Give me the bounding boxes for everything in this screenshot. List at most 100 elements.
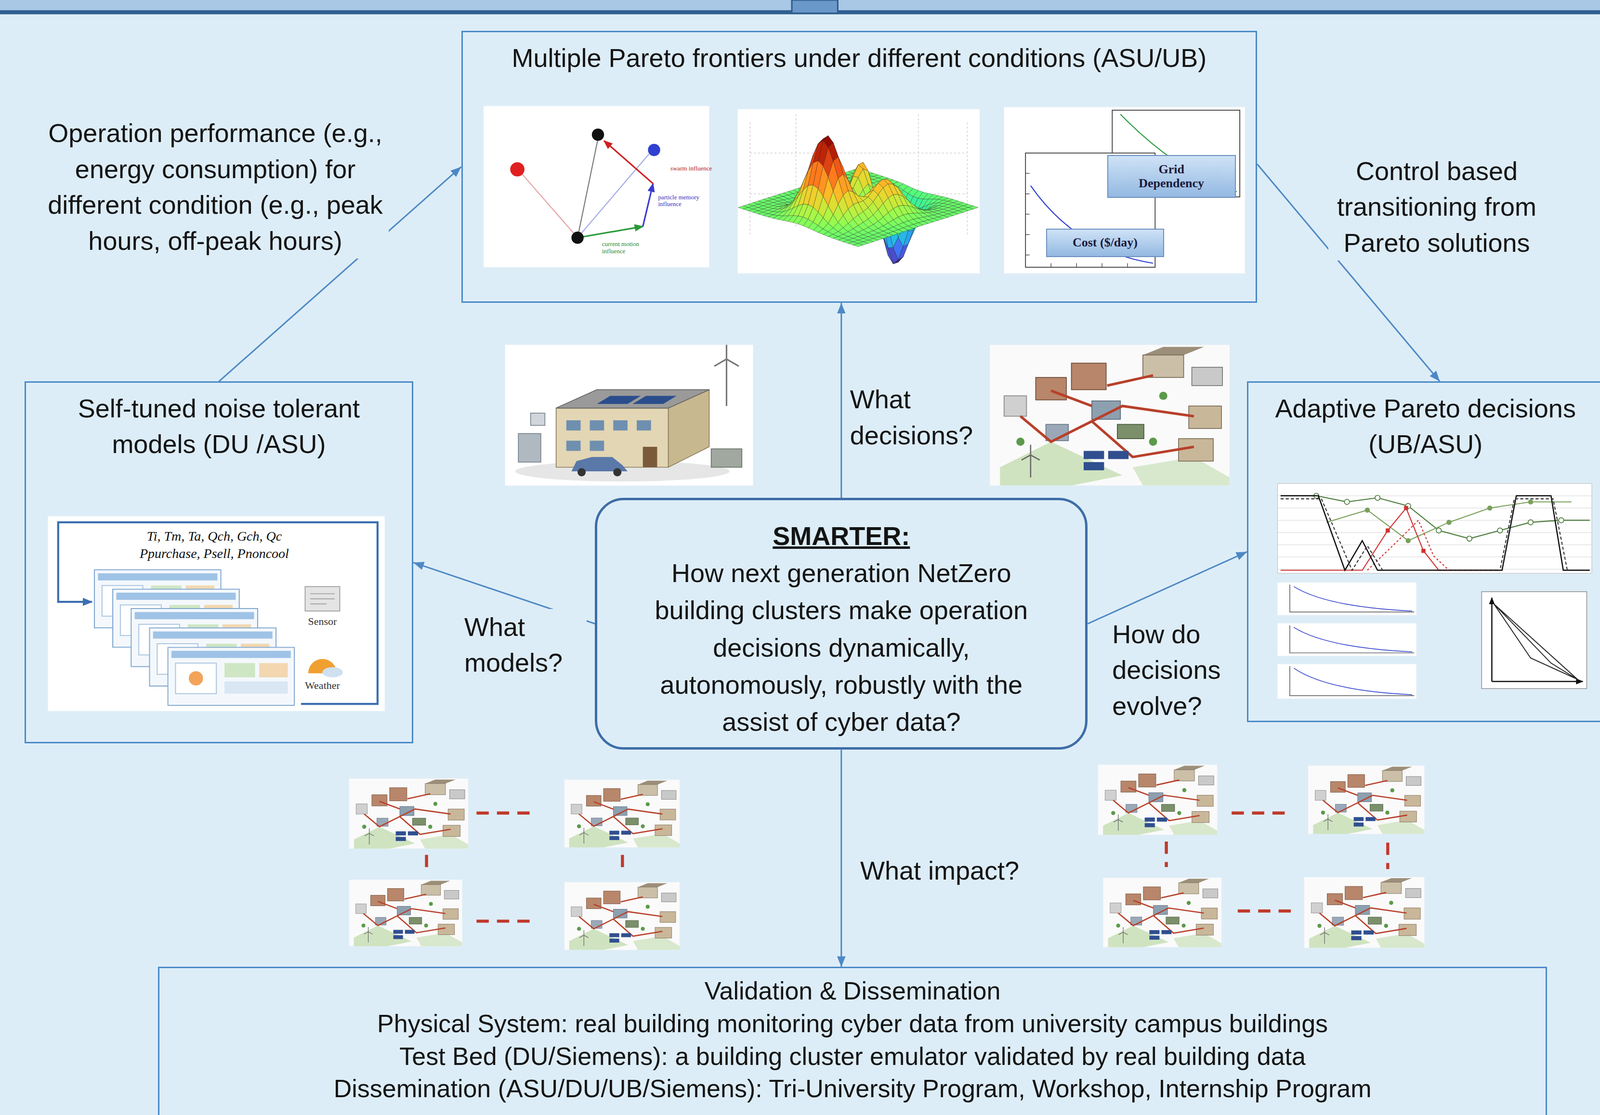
pso-figure [603, 140, 654, 184]
campus-thumbnails [349, 879, 463, 947]
decision-charts [1528, 499, 1534, 505]
decision-charts [1280, 498, 1568, 571]
cluster-link [1237, 909, 1297, 913]
box-title: Adaptive Pareto decisions (UB/ASU) [1257, 391, 1595, 462]
building-picture [596, 395, 641, 405]
surface-mesh [738, 135, 979, 264]
decision-charts [1293, 586, 1413, 696]
edge-label: Control based transitioning from Pareto … [1328, 153, 1546, 262]
campus-thumbnails [564, 780, 680, 849]
campus-thumbnails [349, 778, 469, 850]
edge-label: What decisions? [850, 381, 990, 454]
pso-figure [483, 105, 709, 268]
top-banner [791, 0, 838, 14]
cluster-link [1164, 841, 1168, 868]
decision-charts [1528, 520, 1534, 526]
model-figure [48, 516, 385, 712]
building-picture [518, 433, 541, 463]
building-picture [566, 420, 581, 431]
building-picture [632, 395, 677, 405]
variable-list: Ppurchase, Psell, Pnoncool [61, 545, 368, 563]
cluster-link [476, 919, 538, 923]
building-picture [505, 344, 754, 486]
icon-label: Weather [286, 679, 358, 693]
plot-tag: Cost ($/day) [1046, 228, 1165, 258]
body-line: Physical System: real building monitorin… [377, 1008, 1328, 1041]
campus-thumbnails [1308, 765, 1425, 835]
building-picture [590, 440, 605, 451]
icon-label: Sensor [291, 615, 354, 629]
model-figure [48, 516, 385, 712]
vector-label: particle memory influence [658, 194, 711, 209]
pso-figure [571, 231, 584, 244]
cluster-link [620, 855, 624, 873]
decision-charts [1491, 681, 1583, 683]
decision-charts [1280, 508, 1501, 571]
model-figure [310, 593, 335, 604]
decision-charts [1385, 528, 1390, 533]
model-figure [304, 586, 340, 612]
box-title: Self-tuned noise tolerant models (DU /AS… [40, 391, 397, 462]
decision-charts [1481, 591, 1587, 689]
decision-box: Adaptive Pareto decisions (UB/ASU) [1246, 381, 1600, 723]
building-picture [642, 446, 658, 468]
campus-thumbnails [349, 344, 1425, 951]
decision-charts [1446, 520, 1452, 526]
building-picture [613, 420, 628, 431]
building-picture [566, 440, 581, 451]
building-picture [725, 359, 728, 407]
campus-thumbnails [1304, 877, 1425, 949]
surface-plot [737, 109, 980, 274]
model-figure [322, 667, 343, 678]
building-picture [714, 344, 739, 367]
connector-arrow [1087, 551, 1247, 624]
building-picture [556, 389, 710, 408]
decision-charts [1277, 483, 1593, 699]
decision-charts [1491, 598, 1493, 682]
decision-charts [1375, 495, 1381, 501]
building-picture [505, 344, 754, 486]
decision-charts [1487, 505, 1493, 512]
decision-charts [1326, 502, 1572, 542]
decision-charts [1467, 536, 1473, 542]
surface-cell [852, 243, 864, 248]
frontier-box: Multiple Pareto frontiers under differen… [461, 30, 1258, 304]
decision-charts [1277, 483, 1593, 574]
cluster-link [1386, 842, 1390, 870]
question-heading: SMARTER: [772, 517, 910, 555]
tag-text: Cost ($/day) [1072, 236, 1138, 250]
building-picture [711, 448, 743, 468]
pso-figure [647, 144, 660, 157]
decision-charts [1558, 517, 1564, 524]
building-picture [636, 420, 652, 431]
pso-figure [510, 162, 525, 177]
decision-charts [1280, 496, 1590, 571]
decision-charts [1385, 506, 1426, 553]
pso-figure [577, 154, 649, 238]
plot-tag: Grid Dependency [1107, 155, 1236, 198]
decision-charts [1277, 496, 1593, 570]
question-box: SMARTER:How next generation NetZero buil… [594, 498, 1088, 750]
pso-figure [642, 183, 654, 227]
decision-charts [1405, 538, 1411, 544]
tag-text: Grid Dependency [1132, 162, 1210, 191]
variable-list: Ti, Tm, Ta, Qch, Gch, Qc [61, 528, 368, 545]
decision-charts [1289, 584, 1415, 696]
pareto-plot [1004, 106, 1246, 274]
cluster-link [424, 855, 428, 873]
model-figure [168, 647, 295, 706]
decision-charts [1364, 507, 1371, 513]
box-title: Multiple Pareto frontiers under differen… [511, 40, 1207, 76]
pso-figure [591, 128, 604, 141]
decision-charts [1344, 499, 1350, 505]
surface-plot [737, 109, 980, 274]
pso-figure [483, 105, 709, 268]
vector-label: swarm influence [670, 165, 734, 173]
pso-figure [577, 226, 643, 238]
edge-label: What impact? [860, 852, 1020, 890]
decision-charts [1367, 520, 1449, 571]
campus-thumbnails [564, 882, 680, 951]
question-body: How next generation NetZero building clu… [634, 554, 1049, 741]
model-box: Self-tuned noise tolerant models (DU /AS… [24, 381, 414, 744]
